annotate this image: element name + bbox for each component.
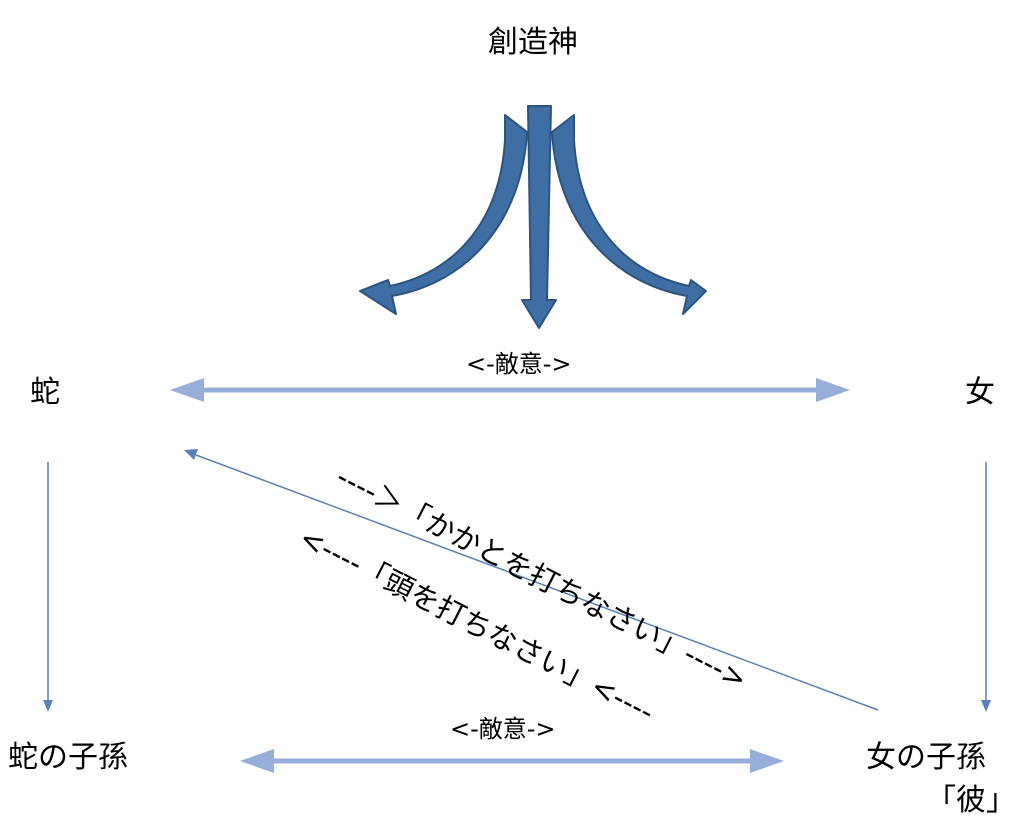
woman-offspring-label: 女の子孫 [866,740,986,775]
serpent-to-offspring-arrow [43,462,53,712]
creator-arrow-down-shaft [521,105,557,329]
creator-arrow-right-branch [551,114,707,315]
creator-arrow-left-branch [359,114,528,315]
creator-branching-arrow-icon [359,105,707,329]
enmity-label-top: <-敵意-> [466,350,572,378]
woman-to-offspring-arrow [981,462,991,712]
enmity-label-bottom: <-敵意-> [450,715,556,743]
woman-label: 女 [965,375,995,410]
enmity-double-arrow-top [170,378,850,402]
enmity-double-arrow-bottom [240,749,784,773]
serpent-label: 蛇 [30,375,60,410]
creator-label: 創造神 [488,25,578,60]
serpent-offspring-label: 蛇の子孫 [8,740,128,775]
him-label: 「彼」 [926,783,1016,818]
offspring-to-serpent-diagonal-arrow [184,449,879,711]
